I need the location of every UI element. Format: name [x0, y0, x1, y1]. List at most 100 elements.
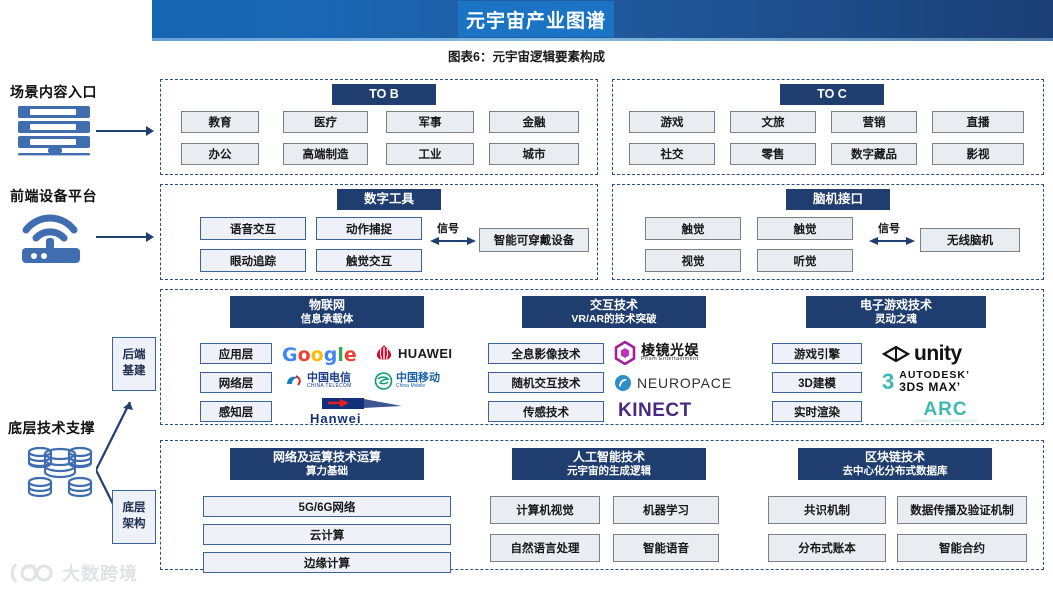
- chip-ai: 人工智能技术 元宇宙的生成逻辑: [512, 448, 706, 480]
- signal-double-arrow-digital-tools: [430, 237, 476, 245]
- item-interaction-2[interactable]: 传感技术: [488, 401, 604, 422]
- server-stack-icon: [14, 104, 100, 163]
- item-gaming-1[interactable]: 3D建模: [772, 372, 862, 393]
- item-to-b-6[interactable]: 工业: [386, 143, 474, 165]
- item-to-b-2[interactable]: 军事: [386, 111, 474, 133]
- item-network-compute-0[interactable]: 5G/6G网络: [203, 496, 451, 517]
- database-cluster-icon: [18, 438, 100, 505]
- item-to-b-5[interactable]: 高端制造: [283, 143, 368, 165]
- item-digital-tools-0[interactable]: 语音交互: [200, 217, 306, 240]
- item-to-c-7[interactable]: 影视: [932, 143, 1024, 165]
- item-bci-0[interactable]: 触觉: [645, 217, 741, 240]
- china-telecom-logo: 中国电信 CHINA TELECOM: [284, 372, 352, 390]
- kinect-logo: KINECT: [618, 400, 692, 421]
- item-to-c-3[interactable]: 直播: [932, 111, 1024, 133]
- item-digital-tools-2[interactable]: 眼动追踪: [200, 249, 306, 272]
- chip-blockchain-sub: 去中心化分布式数据库: [842, 464, 948, 477]
- chip-iot-title: 物联网: [308, 297, 345, 312]
- item-ai-2[interactable]: 自然语言处理: [490, 534, 600, 562]
- item-ai-0[interactable]: 计算机视觉: [490, 496, 600, 524]
- chip-iot-sub: 信息承载体: [300, 312, 354, 325]
- item-network-compute-2[interactable]: 边缘计算: [203, 552, 451, 573]
- item-gaming-2[interactable]: 实时渲染: [772, 401, 862, 422]
- item-to-c-6[interactable]: 数字藏品: [831, 143, 917, 165]
- chip-gaming-sub: 灵动之魂: [875, 312, 917, 325]
- side-box-architecture-line2: 架构: [122, 518, 146, 530]
- item-digital-tools-1[interactable]: 动作捕捉: [316, 217, 422, 240]
- item-bci-3[interactable]: 听觉: [757, 249, 853, 272]
- item-to-b-1[interactable]: 医疗: [283, 111, 368, 133]
- watermark-logo-icon: 100: [10, 562, 53, 584]
- chip-to-c-title: TO C: [817, 86, 847, 101]
- svg-text:100: 100: [24, 564, 36, 571]
- rail-arrow-device-head: [146, 232, 154, 242]
- item-bci-1[interactable]: 触觉: [757, 217, 853, 240]
- china-mobile-logo: 中国移动 China Mobile: [374, 372, 440, 390]
- chip-to-c: TO C: [780, 84, 884, 105]
- chip-blockchain-title: 区块链技术: [864, 449, 925, 464]
- chip-interaction: 交互技术 VR/AR的技术突破: [522, 296, 706, 328]
- rail-label-device: 前端设备平台: [10, 188, 97, 204]
- item-gaming-0[interactable]: 游戏引擎: [772, 343, 862, 364]
- item-blockchain-1[interactable]: 数据传播及验证机制: [897, 496, 1027, 524]
- rail-arrow-device: [96, 236, 148, 238]
- item-to-c-5[interactable]: 零售: [730, 143, 816, 165]
- chip-bci: 脑机接口: [786, 189, 890, 210]
- item-blockchain-2[interactable]: 分布式账本: [768, 534, 886, 562]
- item-to-b-0[interactable]: 教育: [181, 111, 259, 133]
- chip-network-compute-title: 网络及运算技术运算: [272, 449, 381, 464]
- rail-arrow-scene: [96, 130, 148, 132]
- watermark-text: 大数跨境: [62, 564, 138, 584]
- item-ai-3[interactable]: 智能语音: [613, 534, 719, 562]
- item-network-compute-1[interactable]: 云计算: [203, 524, 451, 545]
- item-iot-0[interactable]: 应用层: [200, 343, 272, 364]
- unity-logo: unity: [882, 342, 962, 366]
- rail-arrow-scene-head: [146, 126, 154, 136]
- side-box-architecture: 底层 架构: [112, 490, 156, 544]
- watermark: 100 大数跨境: [10, 560, 138, 586]
- chip-ai-sub: 元宇宙的生成逻辑: [567, 464, 651, 477]
- side-box-backend-line2: 基建: [122, 365, 146, 377]
- chip-to-b-title: TO B: [369, 86, 399, 101]
- hanwei-logo: Hanwei: [310, 398, 410, 426]
- chip-interaction-title: 交互技术: [589, 297, 638, 312]
- rail-label-scene: 场景内容入口: [10, 84, 97, 100]
- chip-network-compute-sub: 算力基础: [306, 464, 348, 477]
- item-to-b-3[interactable]: 金融: [489, 111, 579, 133]
- item-to-b-4[interactable]: 办公: [181, 143, 259, 165]
- signal-double-arrow-bci: [869, 237, 915, 245]
- autodesk-3dsmax-logo: 3 AUTODESK’ 3DS MAX’: [882, 368, 970, 395]
- chip-iot: 物联网 信息承载体: [230, 296, 424, 328]
- wifi-router-icon: [18, 208, 96, 269]
- chip-interaction-sub: VR/AR的技术突破: [571, 312, 657, 325]
- item-to-c-4[interactable]: 社交: [629, 143, 715, 165]
- figure-caption: 图表6：元宇宙逻辑要素构成: [448, 50, 605, 64]
- side-box-backend-line1: 后端: [122, 349, 146, 362]
- prism-entertainment-logo: 棱镜光娱 Prism Entertainment: [614, 341, 699, 365]
- side-box-backend: 后端 基建: [112, 337, 156, 391]
- chip-ai-title: 人工智能技术: [572, 449, 645, 464]
- item-blockchain-0[interactable]: 共识机制: [768, 496, 886, 524]
- signal-label-bci: 信号: [878, 223, 900, 235]
- item-iot-1[interactable]: 网络层: [200, 372, 272, 393]
- item-interaction-1[interactable]: 随机交互技术: [488, 372, 604, 393]
- chip-bci-title: 脑机接口: [812, 191, 863, 206]
- item-iot-2[interactable]: 感知层: [200, 401, 272, 422]
- item-ai-1[interactable]: 机器学习: [613, 496, 719, 524]
- chip-network-compute: 网络及运算技术运算 算力基础: [230, 448, 424, 480]
- side-box-architecture-line1: 底层: [122, 502, 146, 515]
- item-to-b-7[interactable]: 城市: [489, 143, 579, 165]
- item-to-c-0[interactable]: 游戏: [629, 111, 715, 133]
- item-to-c-1[interactable]: 文旅: [730, 111, 816, 133]
- item-blockchain-3[interactable]: 智能合约: [897, 534, 1027, 562]
- item-to-c-2[interactable]: 营销: [831, 111, 917, 133]
- rail-label-foundation: 底层技术支撑: [8, 420, 95, 436]
- item-wearable-device[interactable]: 智能可穿戴设备: [479, 228, 589, 252]
- chip-gaming-title: 电子游戏技术: [859, 297, 932, 312]
- item-wireless-bci[interactable]: 无线脑机: [920, 228, 1020, 252]
- signal-label-digital-tools: 信号: [437, 223, 459, 235]
- item-digital-tools-3[interactable]: 触觉交互: [316, 249, 422, 272]
- item-interaction-0[interactable]: 全息影像技术: [488, 343, 604, 364]
- arc-logo: ARC ADVANCED RENDERING CLOUD: [914, 399, 978, 423]
- item-bci-2[interactable]: 视觉: [645, 249, 741, 272]
